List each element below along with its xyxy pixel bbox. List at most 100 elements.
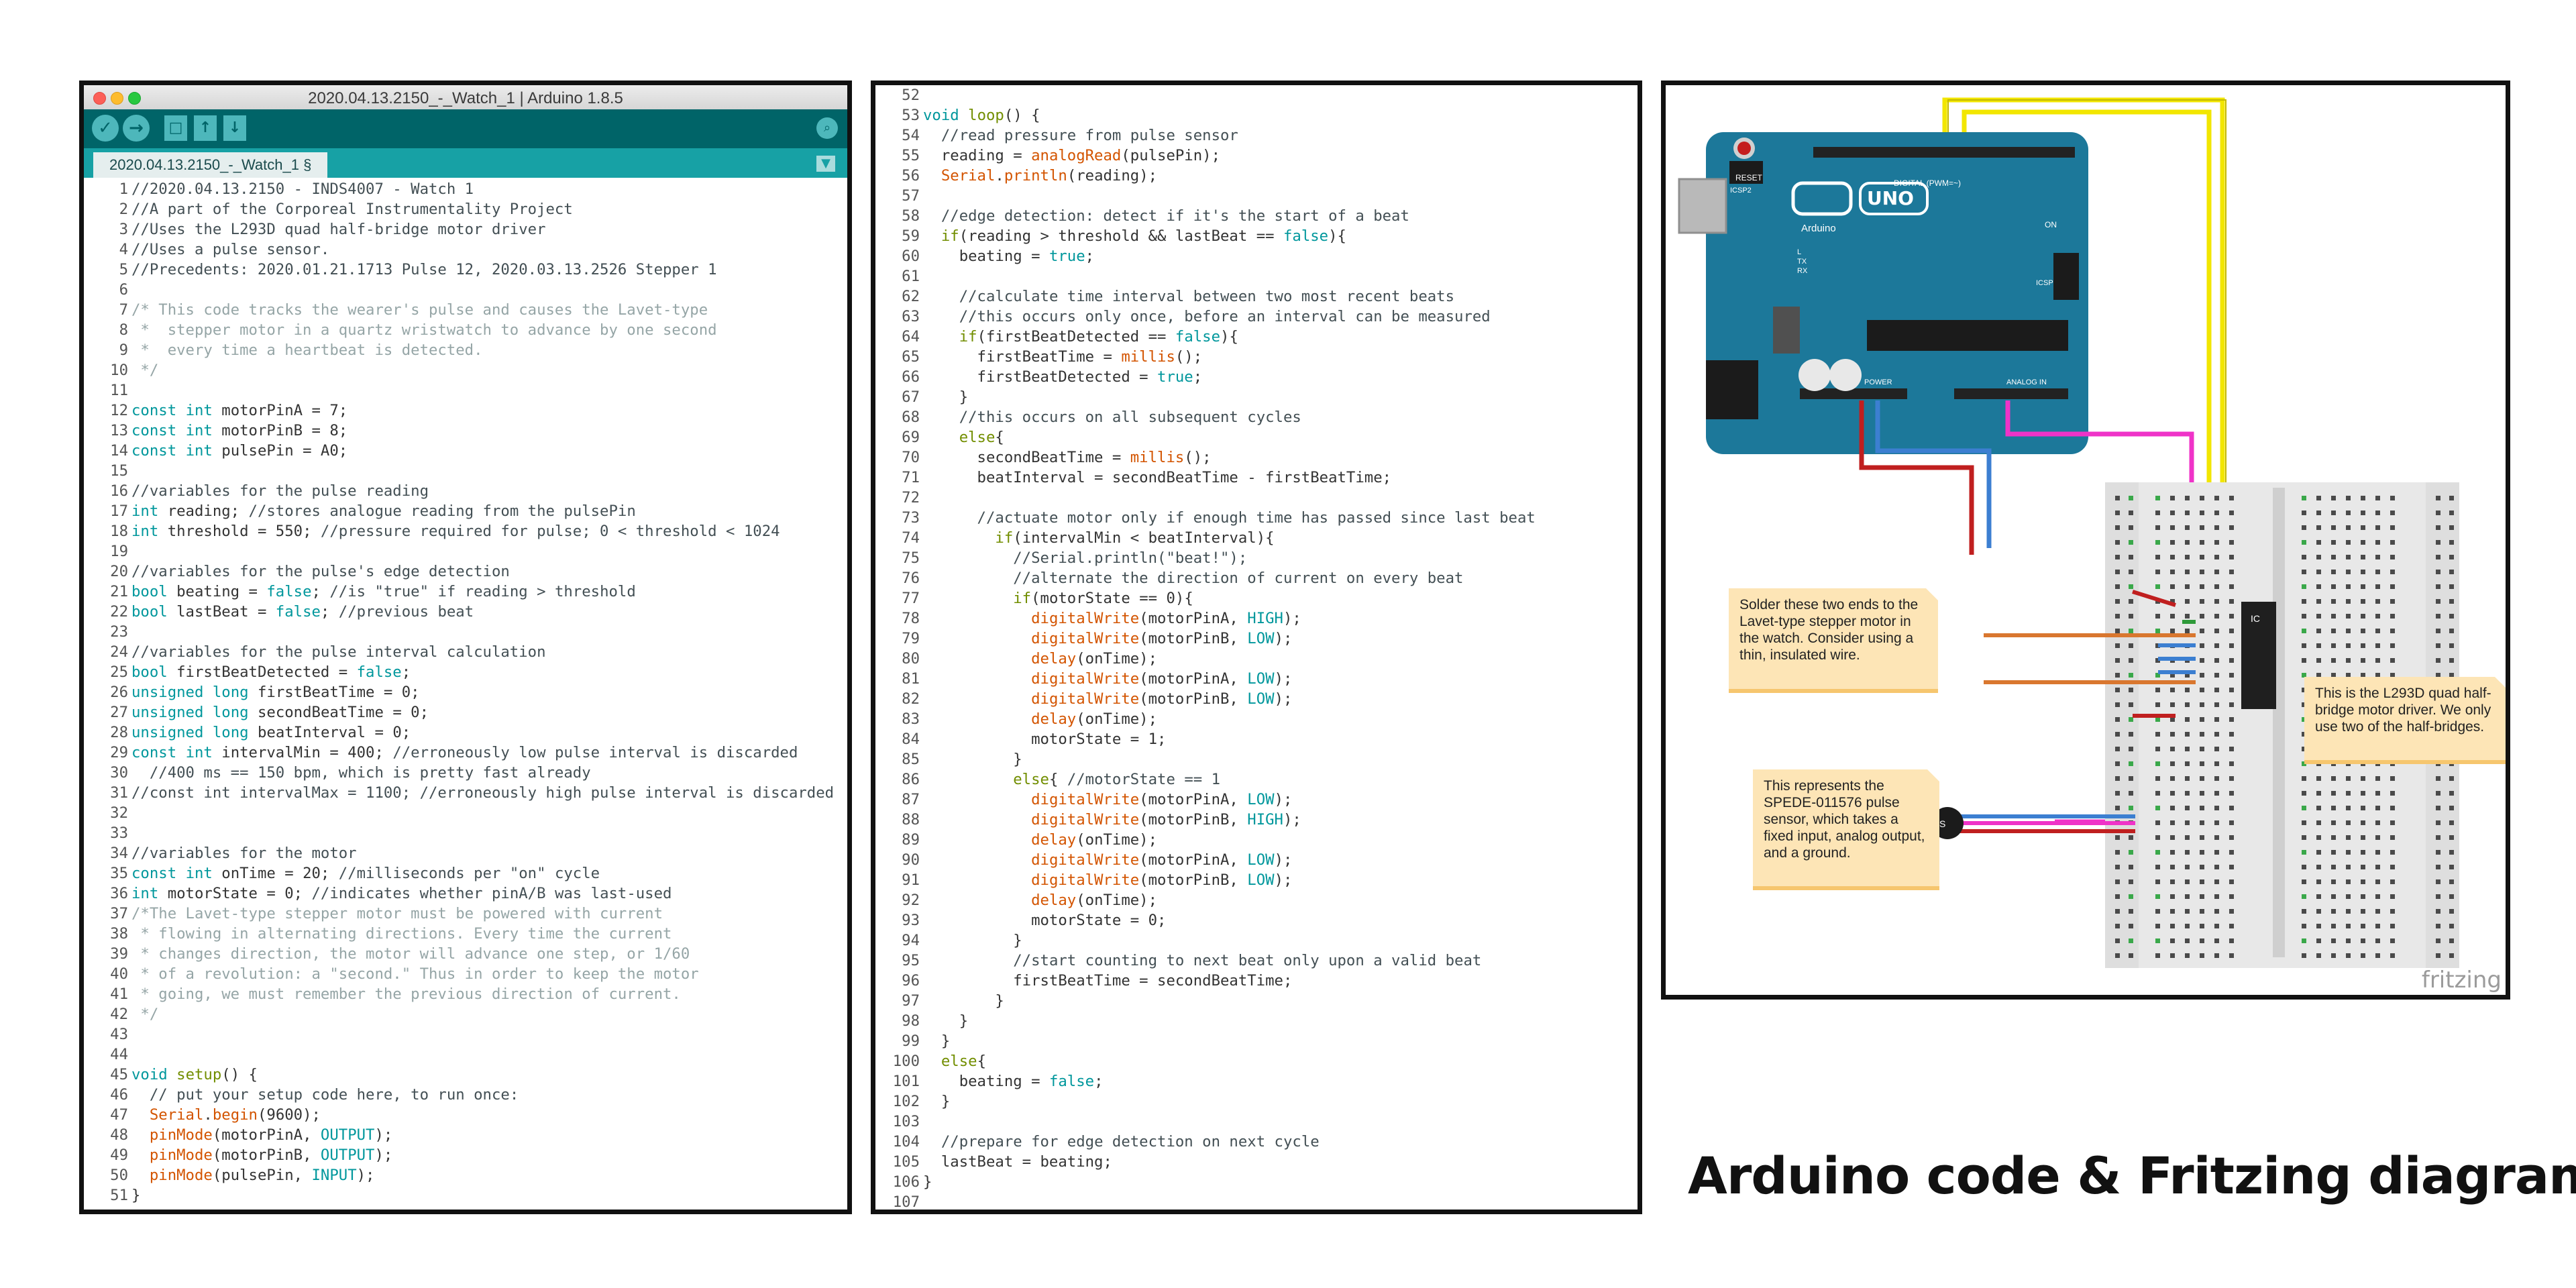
line-number: 100 bbox=[892, 1053, 920, 1070]
line-number: 91 bbox=[902, 871, 920, 889]
code-text: delay(onTime); bbox=[1031, 831, 1158, 849]
page-caption: Arduino code & Fritzing diagram bbox=[1688, 1146, 2576, 1205]
line-number: 67 bbox=[902, 388, 920, 406]
code-line: 49 pinMode(motorPinB, OUTPUT); bbox=[84, 1145, 847, 1165]
line-number: 74 bbox=[902, 529, 920, 547]
open-sketch-button[interactable]: ↑ bbox=[194, 115, 217, 141]
line-number: 13 bbox=[110, 422, 128, 439]
code-text: //variables for the pulse reading bbox=[131, 482, 429, 500]
code-text: digitalWrite(motorPinA, LOW); bbox=[1031, 670, 1293, 688]
new-sketch-button[interactable]: □ bbox=[164, 115, 187, 141]
line-number: 63 bbox=[902, 308, 920, 325]
code-line: 91 digitalWrite(motorPinB, LOW); bbox=[875, 870, 1638, 890]
digital-label: DIGITAL (PWM=~) bbox=[1894, 178, 1961, 188]
line-number: 50 bbox=[110, 1167, 128, 1184]
code-line: 31//const int intervalMax = 1100; //erro… bbox=[84, 783, 847, 803]
on-led-label: ON bbox=[2045, 220, 2057, 229]
line-number: 36 bbox=[110, 885, 128, 902]
line-number: 54 bbox=[902, 127, 920, 144]
arrow-up-icon: ↑ bbox=[199, 119, 212, 136]
code-line: 1//2020.04.13.2150 - INDS4007 - Watch 1 bbox=[84, 179, 847, 199]
upload-button[interactable]: → bbox=[123, 115, 150, 142]
minimize-window-button[interactable] bbox=[111, 92, 123, 105]
window-title: 2020.04.13.2150_-_Watch_1 | Arduino 1.8.… bbox=[308, 89, 623, 107]
code-text: //2020.04.13.2150 - INDS4007 - Watch 1 bbox=[131, 180, 474, 198]
code-line: 61 bbox=[875, 266, 1638, 286]
line-number: 104 bbox=[892, 1133, 920, 1150]
fritzing-diagram: RESET DIGITAL (PWM=~) UNO Arduino ON POW… bbox=[1661, 80, 2510, 1000]
verify-button[interactable]: ✓ bbox=[92, 115, 119, 142]
code-text: secondBeatTime = millis(); bbox=[923, 449, 1212, 466]
code-text: pinMode(motorPinB, OUTPUT); bbox=[149, 1146, 393, 1164]
code-text: delay(onTime); bbox=[1031, 892, 1158, 909]
code-text: bool beating = false; //is "true" if rea… bbox=[131, 583, 636, 600]
breadboard-jumpers bbox=[2132, 590, 2196, 718]
code-text: * of a revolution: a "second." Thus in o… bbox=[131, 965, 699, 983]
code-line: 63 //this occurs only once, before an in… bbox=[875, 307, 1638, 327]
line-number: 75 bbox=[902, 549, 920, 567]
line-number: 39 bbox=[110, 945, 128, 963]
zoom-window-button[interactable] bbox=[128, 92, 141, 105]
code-text: } bbox=[923, 932, 1022, 949]
code-text: //calculate time interval between two mo… bbox=[959, 288, 1455, 305]
code-text: //variables for the pulse's edge detecti… bbox=[131, 563, 510, 580]
close-window-button[interactable] bbox=[93, 92, 106, 105]
code-line: 68 //this occurs on all subsequent cycle… bbox=[875, 407, 1638, 427]
code-text: Serial.begin(9600); bbox=[149, 1106, 321, 1124]
code-text bbox=[923, 266, 1638, 286]
line-number: 9 bbox=[119, 341, 128, 359]
line-number: 22 bbox=[110, 603, 128, 621]
code-line: 103 bbox=[875, 1112, 1638, 1132]
code-line: 94 } bbox=[875, 930, 1638, 951]
line-number: 19 bbox=[110, 543, 128, 560]
tab-sketch[interactable]: 2020.04.13.2150_-_Watch_1 § bbox=[93, 152, 328, 178]
line-number: 76 bbox=[902, 570, 920, 587]
line-number: 2 bbox=[119, 201, 128, 218]
code-text bbox=[131, 461, 847, 481]
line-number: 88 bbox=[902, 811, 920, 828]
code-line: 71 beatInterval = secondBeatTime - first… bbox=[875, 468, 1638, 488]
code-text: //400 ms == 150 bpm, which is pretty fas… bbox=[149, 764, 591, 782]
red-jumper-1 bbox=[2132, 590, 2176, 607]
code-line: 46 // put your setup code here, to run o… bbox=[84, 1085, 847, 1105]
code-text: } bbox=[923, 751, 1022, 768]
tab-menu-button[interactable]: ▼ bbox=[816, 156, 835, 172]
code-line: 62 //calculate time interval between two… bbox=[875, 286, 1638, 307]
line-number: 99 bbox=[902, 1032, 920, 1050]
serial-monitor-button[interactable]: ⌕ bbox=[816, 117, 838, 139]
line-number: 70 bbox=[902, 449, 920, 466]
code-text: */ bbox=[131, 1006, 159, 1023]
line-number: 52 bbox=[902, 87, 920, 104]
code-text: int threshold = 550; //pressure required… bbox=[131, 523, 780, 540]
line-number: 103 bbox=[892, 1113, 920, 1130]
line-number: 1 bbox=[119, 180, 128, 198]
code-text: else{ //motorState == 1 bbox=[1013, 771, 1221, 788]
save-sketch-button[interactable]: ↓ bbox=[223, 115, 246, 141]
code-text: delay(onTime); bbox=[1031, 650, 1158, 667]
line-number: 92 bbox=[902, 892, 920, 909]
line-number: 38 bbox=[110, 925, 128, 943]
code-line: 67 } bbox=[875, 387, 1638, 407]
line-number: 81 bbox=[902, 670, 920, 688]
code-line: 98 } bbox=[875, 1011, 1638, 1031]
rx-led-label: RX bbox=[1797, 267, 1808, 275]
code-text: digitalWrite(motorPinA, LOW); bbox=[1031, 791, 1293, 808]
line-number: 80 bbox=[902, 650, 920, 667]
code-text: } bbox=[923, 1012, 969, 1030]
line-number: 35 bbox=[110, 865, 128, 882]
code-text: //actuate motor only if enough time has … bbox=[977, 509, 1536, 527]
code-line: 47 Serial.begin(9600); bbox=[84, 1105, 847, 1125]
line-number: 31 bbox=[110, 784, 128, 802]
line-number: 44 bbox=[110, 1046, 128, 1063]
code-text: motorState = 0; bbox=[923, 912, 1167, 929]
code-text: } bbox=[923, 1173, 932, 1191]
code-text: pinMode(motorPinA, OUTPUT); bbox=[149, 1126, 393, 1144]
line-number: 18 bbox=[110, 523, 128, 540]
code-text: reading = analogRead(pulsePin); bbox=[923, 147, 1221, 164]
code-text: //Uses the L293D quad half-bridge motor … bbox=[131, 221, 546, 238]
line-number: 8 bbox=[119, 321, 128, 339]
